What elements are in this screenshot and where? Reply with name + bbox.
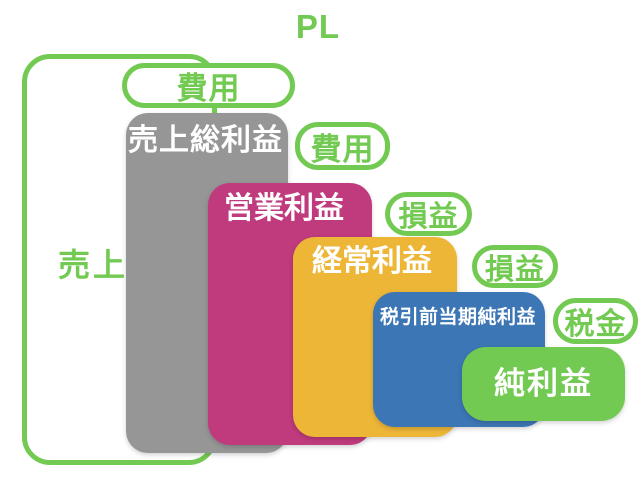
bar-pretax-profit-label: 税引前当期純利益	[380, 307, 537, 328]
bar-gross-profit-label: 売上総利益	[128, 124, 283, 157]
badge-profit-loss-ordinary: 損益	[472, 245, 558, 288]
badge-profit-loss-operating: 損益	[385, 192, 472, 236]
net-profit-box: 純利益	[462, 347, 625, 421]
bar-operating-profit-label: 営業利益	[224, 192, 344, 225]
badge-expense-top: 費用	[122, 63, 295, 108]
sales-label: 売上	[57, 247, 128, 283]
net-profit-label: 純利益	[494, 365, 593, 401]
badge-expense-gross: 費用	[295, 122, 390, 170]
badge-tax: 税金	[553, 298, 638, 344]
diagram-title: PL	[295, 8, 341, 45]
bar-ordinary-profit-label: 経常利益	[312, 245, 432, 278]
